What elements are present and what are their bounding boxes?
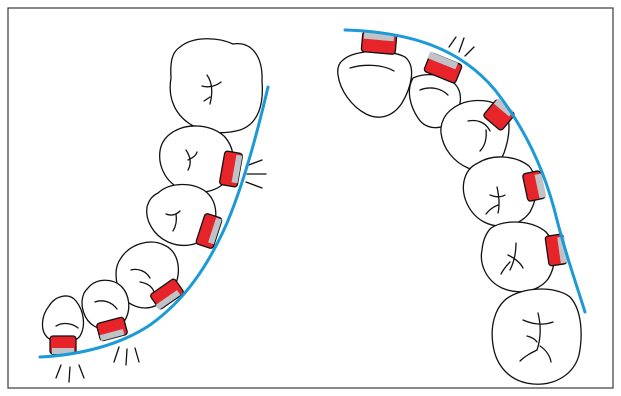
left-bracket-5: [50, 336, 76, 354]
right-premolar-tooth-2: [481, 222, 554, 292]
right-molar-tooth: [492, 289, 581, 384]
left-molar-tooth: [170, 39, 262, 133]
